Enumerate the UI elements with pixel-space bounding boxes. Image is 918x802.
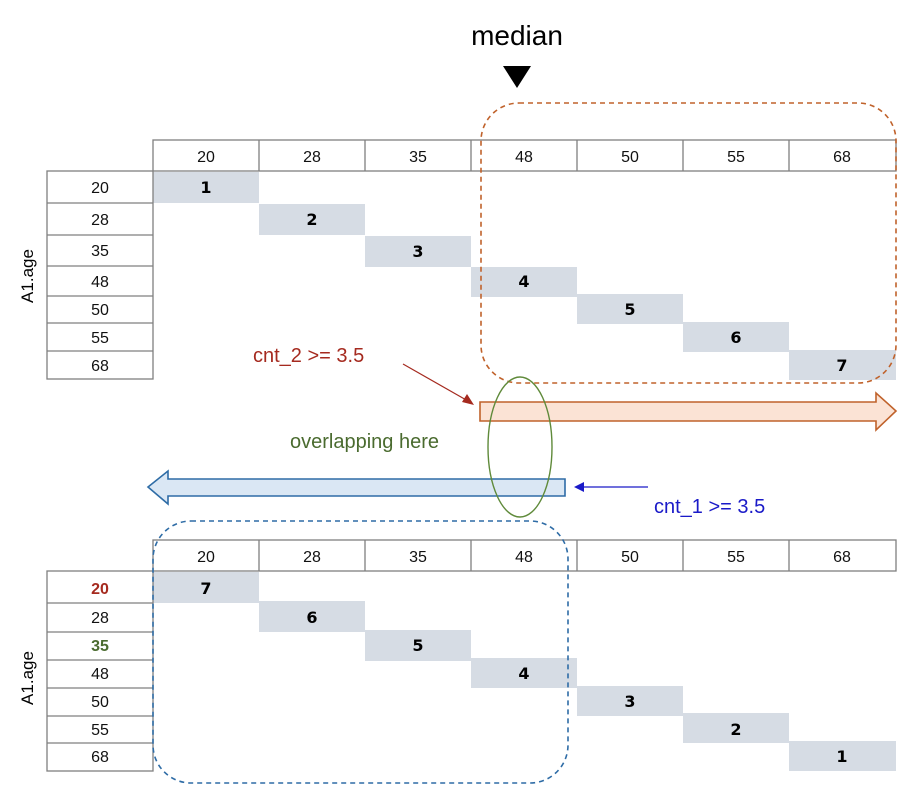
bottom-diag-value: 7 (200, 579, 211, 598)
bottom-diag-value: 5 (412, 636, 423, 655)
top-row-axis-label: A1.age (18, 249, 37, 303)
overlap-annotation: overlapping here (290, 431, 439, 453)
top-column-header-row (152, 139, 897, 172)
top-row-header: 20 (91, 180, 109, 197)
top-col-header: 48 (515, 149, 533, 166)
top-diag-cell (789, 350, 896, 380)
top-diag-value: 6 (730, 328, 741, 347)
bottom-col-header: 68 (833, 549, 851, 566)
overlap-ellipse (487, 376, 553, 518)
bottom-diag-cell (259, 601, 365, 632)
bottom-diag-cell (789, 741, 896, 771)
bottom-diag-value: 4 (518, 664, 529, 683)
top-diag-cell (365, 236, 471, 267)
top-col-header: 20 (197, 149, 215, 166)
cnt1-pointer-arrowhead-icon (574, 482, 584, 492)
cnt1-annotation: cnt_1 >= 3.5 (654, 496, 765, 518)
top-col-header: 55 (727, 149, 745, 166)
top-diag-cell (259, 204, 365, 235)
top-row-header: 28 (91, 212, 109, 229)
top-diag-cell (153, 172, 259, 203)
page-title: median (471, 20, 563, 51)
bottom-col-header: 20 (197, 549, 215, 566)
top-row-header: 48 (91, 274, 109, 291)
bottom-col-header: 48 (515, 549, 533, 566)
bottom-row-header: 55 (91, 722, 109, 739)
cnt2-annotation: cnt_2 >= 3.5 (253, 345, 364, 367)
bottom-diag-cell (153, 572, 259, 603)
bottom-diag-value: 6 (306, 608, 317, 627)
upper-range-arrow (479, 391, 898, 432)
cnt2-pointer-arrow (402, 363, 469, 402)
top-diag-value: 4 (518, 272, 529, 291)
lower-range-arrow (146, 469, 566, 506)
top-row-header: 50 (91, 302, 109, 319)
bottom-col-header: 55 (727, 549, 745, 566)
top-table: A1.age 20 (18, 139, 897, 380)
bottom-col-header: 50 (621, 549, 639, 566)
bottom-row-header: 50 (91, 694, 109, 711)
top-diag-cell (577, 294, 683, 324)
top-diag-value: 2 (306, 210, 317, 229)
bottom-col-header: 35 (409, 549, 427, 566)
top-upper-half-highlight (480, 102, 897, 384)
bottom-table: A1.age 20 (18, 539, 897, 772)
top-row-header: 68 (91, 358, 109, 375)
top-row-header: 55 (91, 330, 109, 347)
top-diag-value: 3 (412, 242, 423, 261)
top-diag-value: 1 (200, 178, 211, 197)
top-diag-value: 7 (836, 356, 847, 375)
top-row-header: 35 (91, 243, 109, 260)
top-row-header-col (46, 170, 154, 380)
bottom-row-header-highlight-red: 20 (91, 581, 109, 598)
bottom-row-header: 28 (91, 610, 109, 627)
top-diag-value: 5 (624, 300, 635, 319)
bottom-row-header-highlight-green: 35 (91, 638, 109, 655)
bottom-diag-cell (471, 658, 577, 688)
bottom-row-axis-label: A1.age (18, 651, 37, 705)
top-col-header: 68 (833, 149, 851, 166)
top-col-header: 28 (303, 149, 321, 166)
top-diag-cell (471, 267, 577, 297)
top-col-header: 50 (621, 149, 639, 166)
bottom-col-header: 28 (303, 549, 321, 566)
bottom-diag-value: 3 (624, 692, 635, 711)
bottom-column-header-row (152, 539, 897, 572)
bottom-diag-cell (365, 630, 471, 661)
top-diag-cell (683, 322, 789, 352)
bottom-diag-cell (577, 686, 683, 716)
median-marker-icon (503, 66, 531, 88)
bottom-diag-value: 2 (730, 720, 741, 739)
cnt2-pointer-arrowhead-icon (462, 394, 474, 405)
bottom-row-header: 68 (91, 749, 109, 766)
bottom-row-header: 48 (91, 666, 109, 683)
bottom-diag-value: 1 (836, 747, 847, 766)
bottom-diag-cell (683, 713, 789, 743)
bottom-lower-half-highlight (152, 520, 569, 784)
top-col-header: 35 (409, 149, 427, 166)
